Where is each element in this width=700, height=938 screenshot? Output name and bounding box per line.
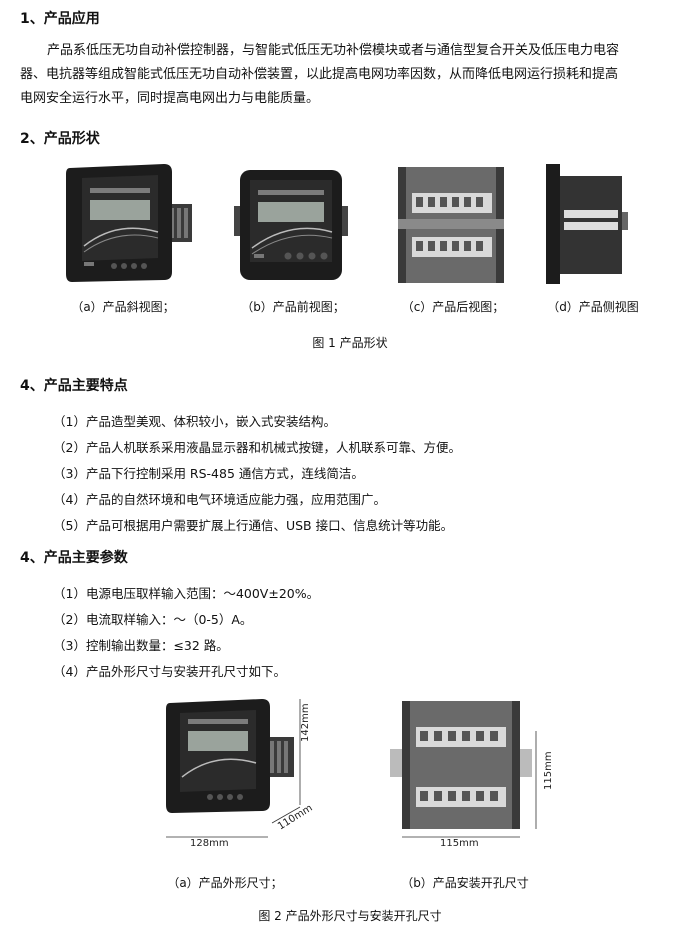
device-cutout-image bbox=[390, 701, 537, 838]
paragraph-line-2: 器、电抗器等组成智能式低压无功自动补偿装置，以此提高电网功率因数，从而降低电网运… bbox=[20, 67, 619, 82]
dim-height-label: 142mm bbox=[300, 703, 311, 742]
feature-item: （3）产品下行控制采用 RS-485 通信方式，连线简洁。 bbox=[53, 466, 364, 481]
parameter-item: （1）电源电压取样输入范围：～400V±20%。 bbox=[53, 586, 320, 601]
parameter-item: （3）控制输出数量：≤32 路。 bbox=[53, 638, 229, 653]
caption-rear: （c）产品后视图； bbox=[401, 300, 505, 314]
heading-parameters: 4、产品主要参数 bbox=[20, 550, 128, 566]
paragraph-line-1: 产品系低压无功自动补偿控制器，与智能式低压无功补偿模块或者与通信型复合开关及低压… bbox=[47, 43, 620, 58]
dim-cutout-width-label: 115mm bbox=[440, 838, 479, 849]
dim-width-label: 128mm bbox=[190, 838, 229, 849]
heading-application: 1、产品应用 bbox=[20, 11, 100, 27]
device-dimension-image bbox=[166, 699, 301, 838]
paragraph-line-3: 电网安全运行水平，同时提高电网出力与电能质量。 bbox=[20, 91, 320, 106]
caption-front: （b）产品前视图； bbox=[241, 300, 345, 314]
device-oblique-image bbox=[66, 164, 192, 282]
device-side-image bbox=[546, 164, 628, 284]
device-rear-image bbox=[398, 167, 504, 283]
heading-shape: 2、产品形状 bbox=[20, 131, 100, 147]
feature-item: （4）产品的自然环境和电气环境适应能力强，应用范围广。 bbox=[53, 492, 386, 507]
caption-outline: （a）产品外形尺寸； bbox=[167, 876, 283, 890]
parameter-item: （4）产品外形尺寸与安装开孔尺寸如下。 bbox=[53, 664, 286, 679]
caption-cutout: （b）产品安装开孔尺寸 bbox=[401, 876, 529, 890]
dim-cutout-height-label: 115mm bbox=[543, 751, 554, 790]
figure-2-title: 图 2 产品外形尺寸与安装开孔尺寸 bbox=[258, 909, 442, 923]
caption-side: （d）产品侧视图 bbox=[547, 300, 639, 314]
heading-features: 4、产品主要特点 bbox=[20, 378, 128, 394]
feature-item: （1）产品造型美观、体积较小，嵌入式安装结构。 bbox=[53, 414, 336, 429]
figure-1-title: 图 1 产品形状 bbox=[312, 336, 388, 350]
caption-oblique: （a）产品斜视图； bbox=[71, 300, 175, 314]
parameter-item: （2）电流取样输入：～（0-5）A。 bbox=[53, 612, 253, 627]
feature-item: （5）产品可根据用户需要扩展上行通信、USB 接口、信息统计等功能。 bbox=[53, 518, 454, 533]
feature-item: （2）产品人机联系采用液晶显示器和机械式按键，人机联系可靠、方便。 bbox=[53, 440, 461, 455]
device-front-image bbox=[234, 170, 348, 280]
